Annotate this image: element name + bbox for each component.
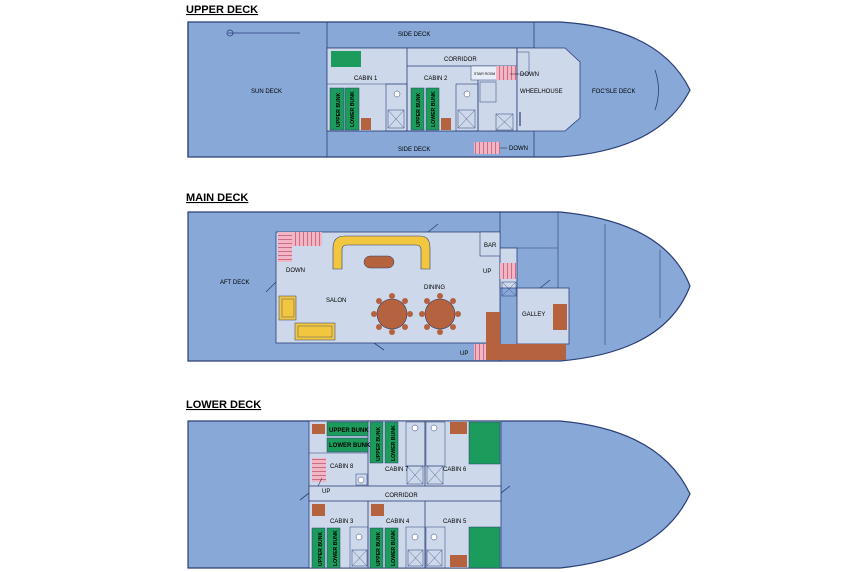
sofa-bottom [294, 322, 336, 341]
cabin8-lower-bunk [326, 437, 369, 453]
main-deck-title: MAIN DECK [186, 192, 248, 204]
wheelhouse-label: WHEELHOUSE [520, 89, 563, 95]
cabin2-desk [441, 118, 451, 130]
cabin5-label: CABIN 5 [443, 519, 467, 525]
main-deck: MAIN DECK [186, 192, 691, 362]
aft-deck-label: AFT DECK [220, 280, 250, 286]
upper-deck: UPPER DECK [186, 4, 691, 158]
main-up-top-label: UP [483, 269, 491, 275]
bar-label: BAR [484, 243, 497, 249]
cabin2-upper-bunk [410, 87, 425, 131]
cabin2-label: CABIN 2 [424, 76, 448, 82]
sofa-left [278, 295, 297, 321]
cabin6-bed [468, 421, 501, 465]
galley-counter [486, 312, 566, 360]
wheelhouse [516, 47, 581, 132]
cabin4-lower-bunk [384, 527, 399, 569]
cabin8-upper-bunk-label: UPPER BUNK [329, 428, 369, 434]
cabin7-lower-bunk [384, 421, 399, 464]
cabin4-label: CABIN 4 [386, 519, 410, 525]
main-down-label: DOWN [286, 268, 305, 274]
cabin1-blanket [331, 51, 361, 67]
cabin3-label: CABIN 3 [330, 519, 354, 525]
sun-deck-label: SUN DECK [251, 89, 282, 95]
cabin6-label: CABIN 6 [443, 467, 467, 473]
lower-corridor-label: CORRIDOR [385, 493, 418, 499]
cabin7-lower-bunk-label: LOWER BUNK [391, 425, 397, 461]
lower-deck: LOWER DECK [186, 399, 691, 569]
cabin8-upper-bunk [326, 421, 369, 437]
cabin2-lower-bunk [425, 87, 440, 131]
upper-down-bottom-label: DOWN [509, 146, 528, 152]
cabin4-upper-bunk [369, 527, 384, 569]
cabin1-upper-bunk-label: UPPER BUNK [336, 92, 342, 127]
cabin4-lower-bunk-label: LOWER BUNK [391, 530, 397, 566]
cabin7-upper-bunk [369, 421, 384, 464]
cabin1-label: CABIN 1 [354, 76, 378, 82]
cabin7-upper-bunk-label: UPPER BUNK [376, 426, 382, 461]
bar-counter [332, 235, 431, 270]
side-deck-bottom-label: SIDE DECK [398, 147, 430, 153]
cabin5-bed [468, 526, 501, 569]
cabin4-upper-bunk-label: UPPER BUNK [376, 531, 382, 566]
stair-room-label: STAIR ROOM [474, 72, 495, 76]
side-deck-top-label: SIDE DECK [398, 32, 430, 38]
cabin3-lower-bunk-label: LOWER BUNK [333, 530, 339, 566]
cabin8-lower-bunk-label: LOWER BUNK [329, 443, 371, 449]
dining-label: DINING [424, 285, 445, 291]
cabin3-upper-bunk-label: UPPER BUNK [318, 531, 324, 566]
dining-table-right [419, 293, 461, 335]
cabin3-upper-bunk [311, 527, 326, 569]
upper-down-top-label: DOWN [520, 72, 539, 78]
focsle-label: FOC'SLE DECK [592, 89, 636, 95]
cabin2-lower-bunk-label: LOWER BUNK [431, 91, 437, 127]
upper-corridor-label: CORRIDOR [444, 57, 477, 63]
cabin2-upper-bunk-label: UPPER BUNK [416, 92, 422, 127]
lower-deck-title: LOWER DECK [186, 399, 261, 411]
lower-up-label: UP [322, 489, 330, 495]
cabin8-label: CABIN 8 [330, 464, 354, 470]
cabin1-lower-bunk [344, 87, 360, 131]
cabin1-desk [361, 118, 371, 130]
cabin7-label: CABIN 7 [385, 467, 409, 473]
cabin1-upper-bunk [329, 87, 345, 131]
upper-deck-title: UPPER DECK [186, 4, 258, 16]
galley-label: GALLEY [522, 312, 545, 318]
cabin1-lower-bunk-label: LOWER BUNK [350, 91, 356, 127]
dining-table-left [371, 293, 413, 335]
salon-label: SALON [326, 298, 346, 304]
cabin3-lower-bunk [326, 527, 341, 569]
main-up-bottom-label: UP [460, 351, 468, 357]
